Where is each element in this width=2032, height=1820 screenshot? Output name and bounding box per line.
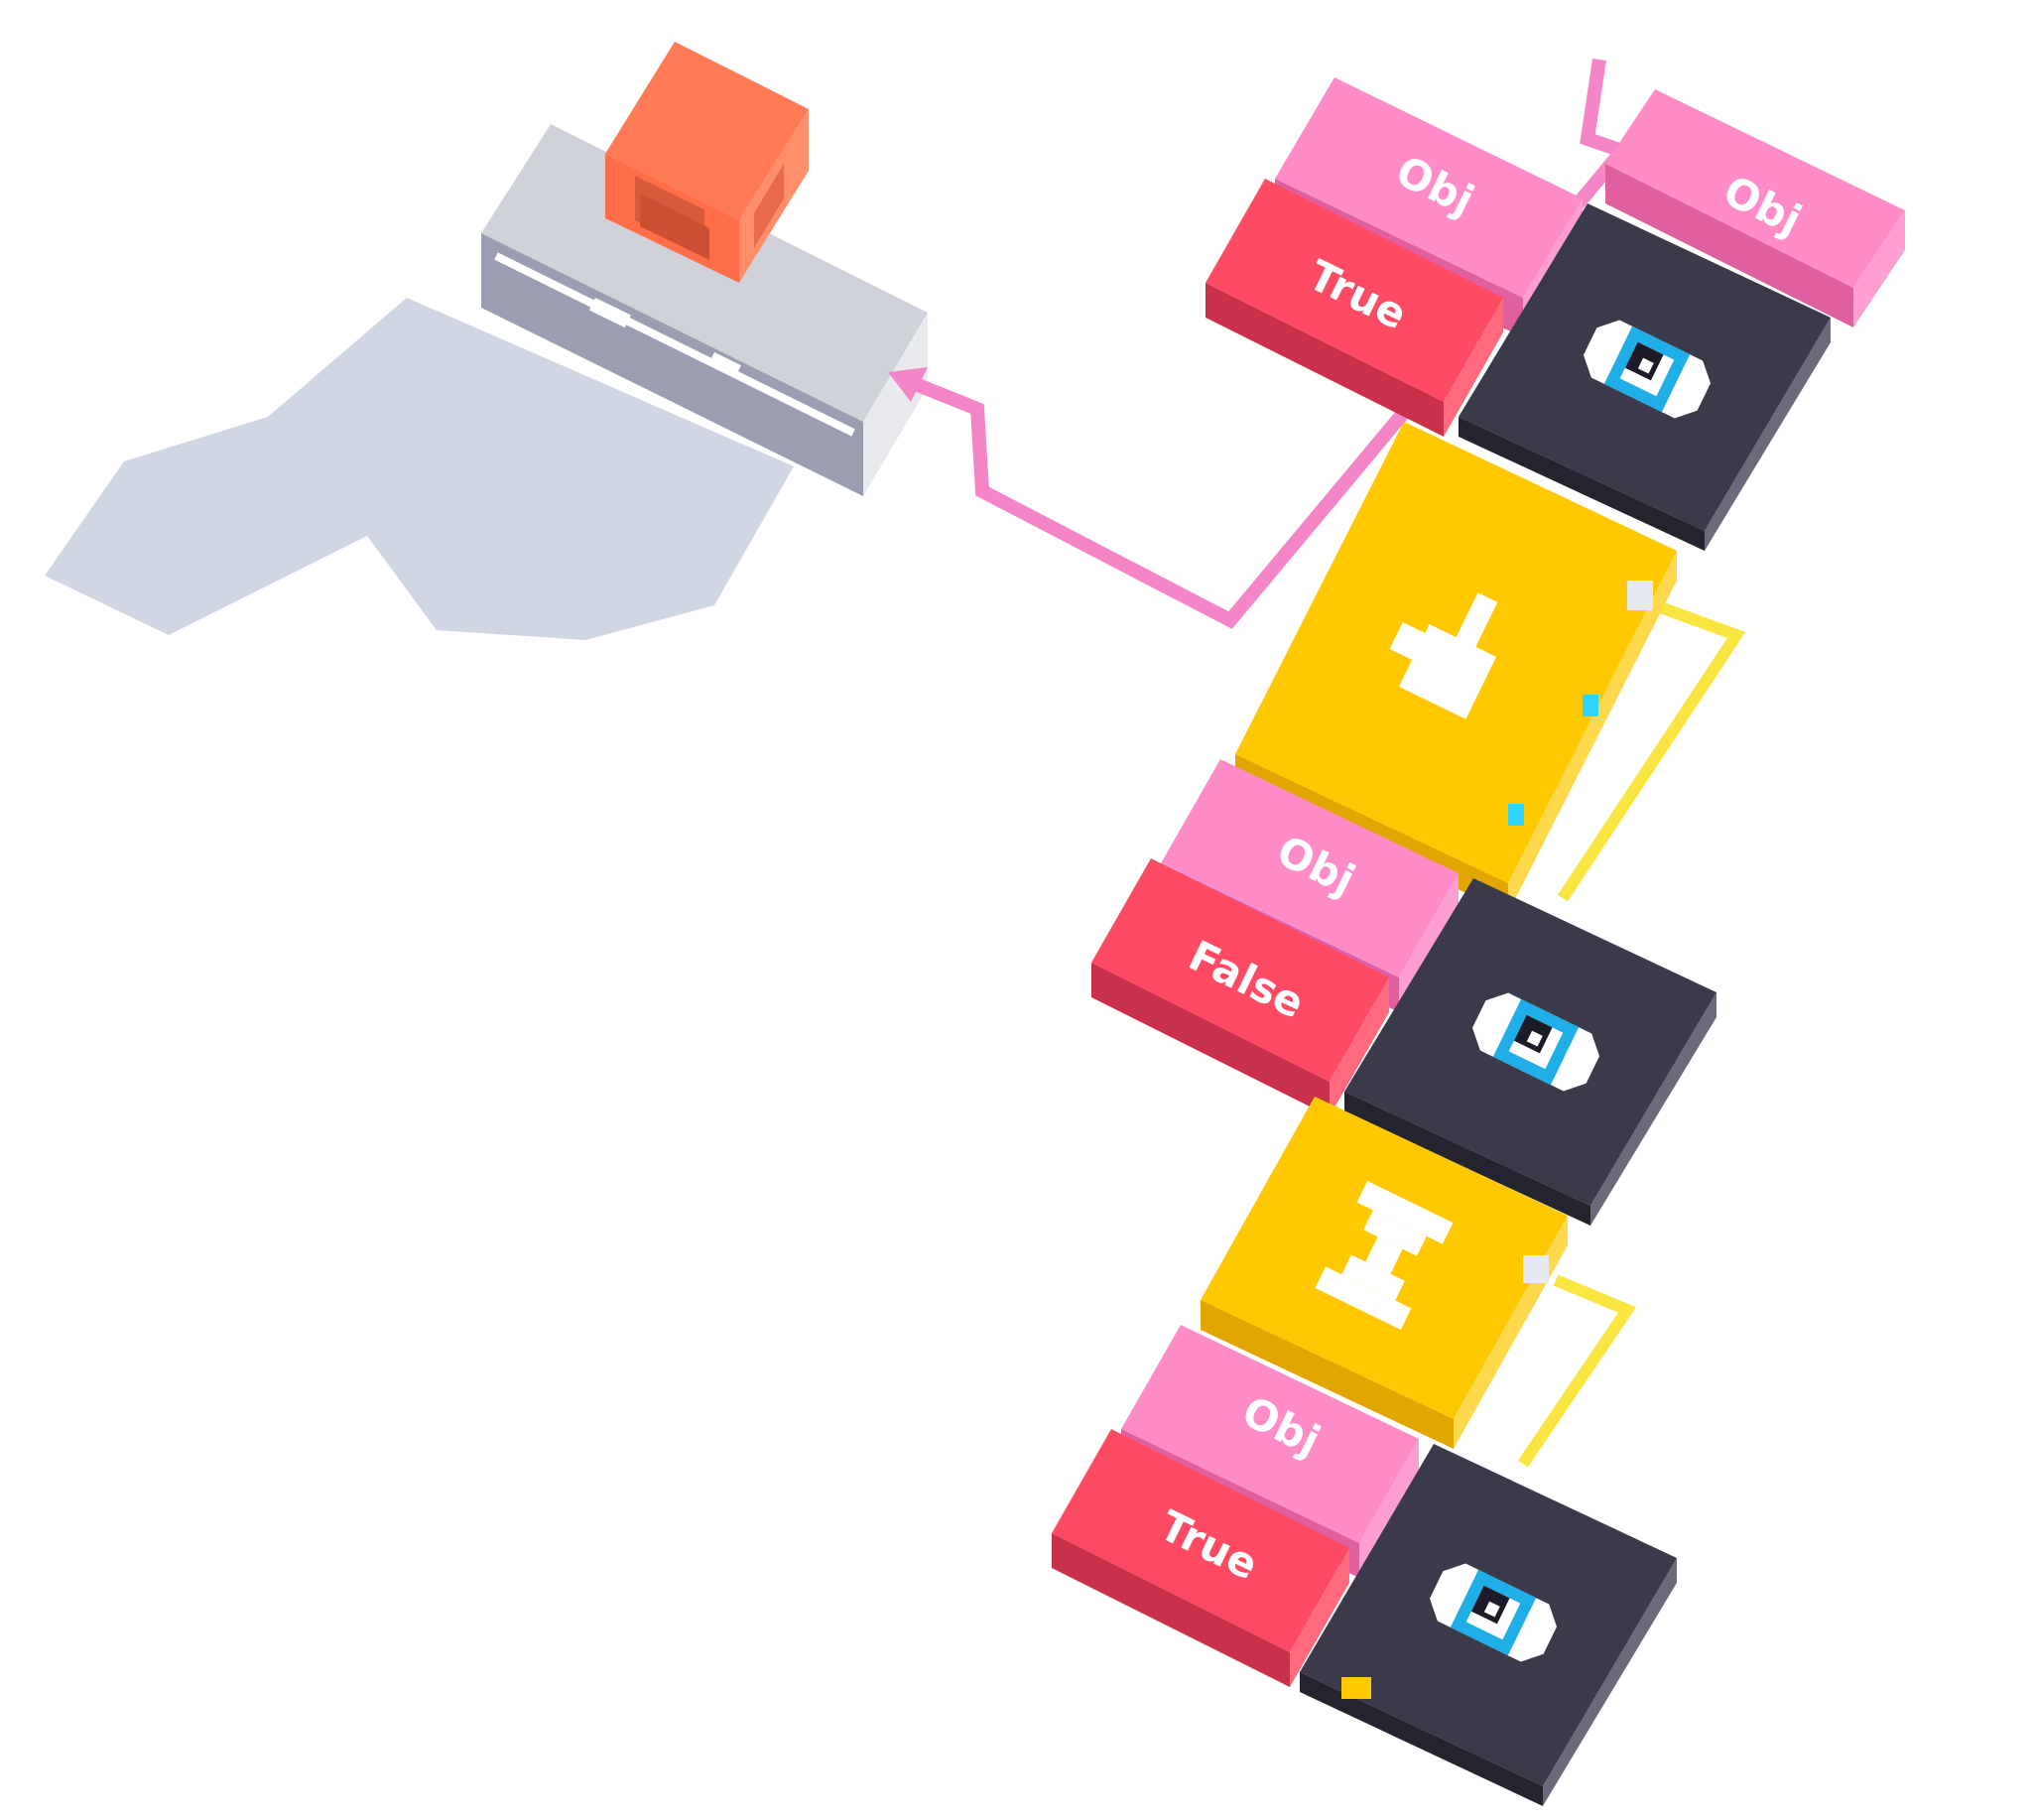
- orange-cube[interactable]: [605, 42, 809, 283]
- sensor-block-eye-2[interactable]: [1344, 878, 1716, 1226]
- condition-block-false[interactable]: False: [1091, 858, 1389, 1116]
- condition-block-true-2[interactable]: True: [1052, 1429, 1349, 1687]
- pink-wire[interactable]: [900, 58, 1634, 629]
- condition-block-obj-2[interactable]: Obj: [1605, 89, 1905, 327]
- ground-shadow: [45, 298, 794, 640]
- hand-pointer-icon: [1389, 592, 1498, 719]
- condition-block-true-1[interactable]: True: [1206, 179, 1503, 437]
- pink-wire-arrow: [888, 367, 928, 402]
- hourglass-icon: [1315, 1181, 1454, 1330]
- yellow-wire-lower[interactable]: [1518, 1274, 1637, 1468]
- yellow-wire-upper[interactable]: [1557, 599, 1746, 902]
- conveyor-base[interactable]: [481, 124, 928, 496]
- sensor-block-eye-3[interactable]: [1300, 1444, 1677, 1806]
- action-block-hourglass[interactable]: [1201, 1097, 1568, 1449]
- sensor-block-eye-1[interactable]: [1459, 203, 1831, 551]
